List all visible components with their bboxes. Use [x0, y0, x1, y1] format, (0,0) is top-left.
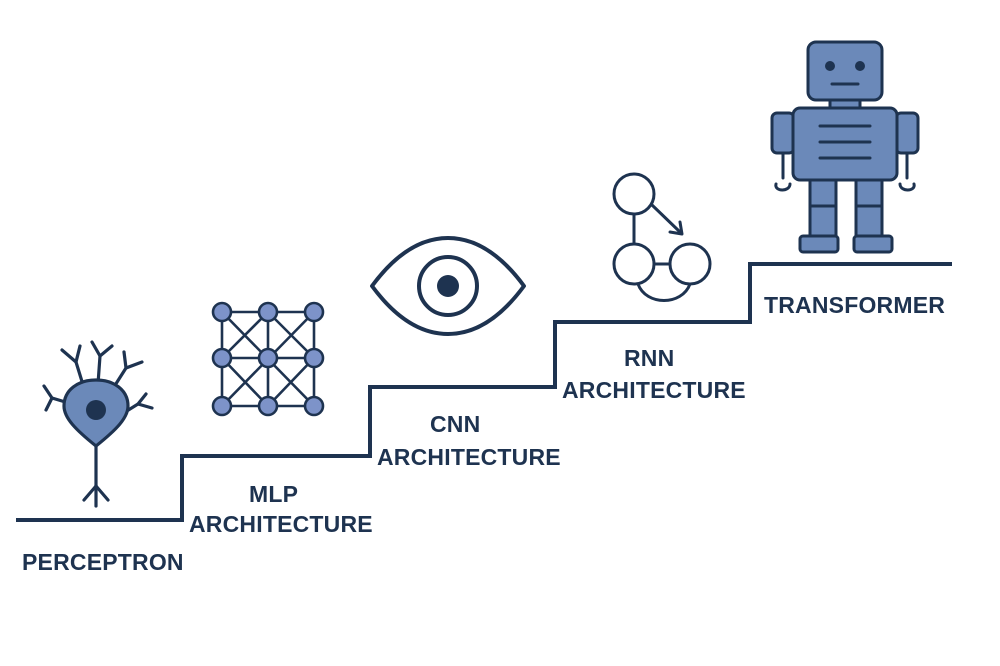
staircase-line [16, 262, 952, 522]
recurrent-loop-icon [612, 172, 712, 302]
label-mlp: MLP [249, 481, 298, 507]
network-grid-icon [211, 301, 325, 417]
label-transformer: TRANSFORMER [764, 292, 945, 318]
label-cnn-architecture: ARCHITECTURE [377, 444, 561, 470]
label-rnn: RNN [624, 345, 674, 371]
label-rnn-architecture: ARCHITECTURE [562, 377, 746, 403]
neuron-icon [42, 340, 154, 508]
label-perceptron: PERCEPTRON [22, 549, 184, 575]
label-mlp-architecture: ARCHITECTURE [189, 511, 373, 537]
eye-icon [370, 236, 526, 336]
label-cnn: CNN [430, 411, 480, 437]
robot-icon [770, 40, 920, 254]
